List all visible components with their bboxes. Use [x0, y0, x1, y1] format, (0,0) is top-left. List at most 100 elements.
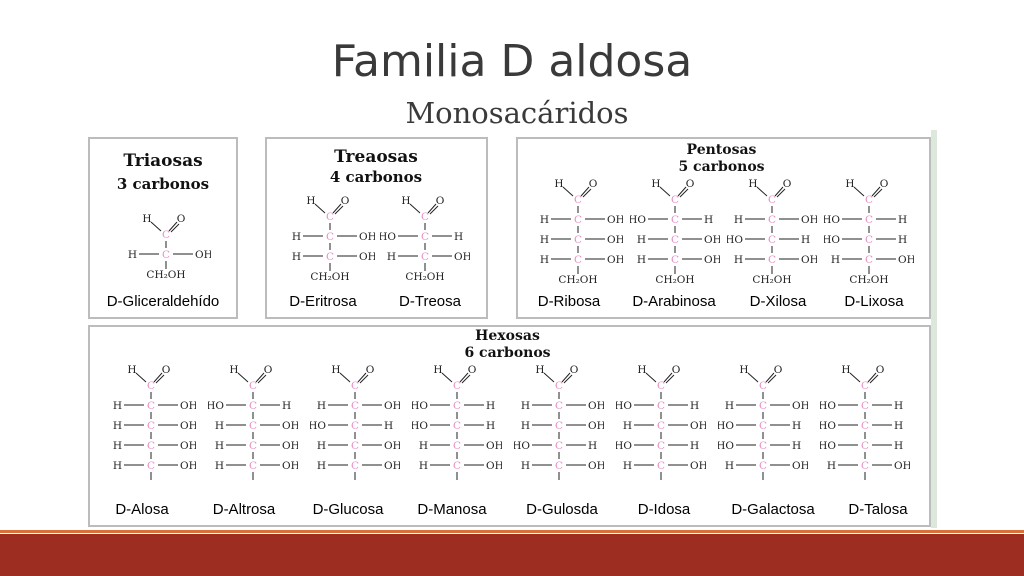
substituent-right-label: H: [704, 214, 713, 226]
substituent-backdrop: [535, 252, 551, 265]
aldehyde-o-bond: [168, 221, 178, 232]
aldehyde-o-label: O: [570, 364, 579, 376]
substituent-backdrop: [178, 458, 195, 471]
carbon-label: C: [671, 234, 679, 246]
aldehyde-h-bond: [135, 372, 147, 383]
aldehyde-o-double-bond: [873, 188, 883, 198]
substituent-right-label: H: [898, 214, 907, 226]
substituent-backdrop: [414, 458, 430, 471]
substituent-left-label: HO: [820, 400, 836, 412]
carbon-backdrop: [654, 439, 668, 451]
aldehyde-o-label: O: [341, 195, 350, 207]
sugar-name-d-alosa: D-Alosa: [115, 501, 169, 518]
substituent-right-label: OH: [282, 460, 298, 472]
substituent-backdrop: [535, 212, 551, 225]
fischer-projection: HOCCHOHCHOHCHOHCHOHCH₂OH: [818, 364, 912, 492]
substituent-backdrop: [586, 398, 603, 411]
carbon-backdrop: [552, 419, 566, 431]
substituent-backdrop: [618, 458, 634, 471]
substituent-backdrop: [312, 398, 328, 411]
aldehyde-o-bond: [255, 372, 265, 383]
substituent-left-label: HO: [412, 420, 428, 432]
substituent-left-label: HO: [727, 234, 743, 246]
group-subtitle-tetrosas: 4 carbonos: [329, 168, 423, 186]
carbon-label: C: [555, 440, 563, 452]
molecule-d-talosa: HOCCHOHCHOHCHOHCHOHCH₂OH: [818, 361, 912, 492]
substituent-right-label: OH: [690, 420, 706, 432]
molecule-d-alosa: HOCCHOHCHOHCHOHCHOHCH₂OH: [106, 361, 198, 492]
substituent-left-label: HO: [616, 400, 632, 412]
carbon-backdrop: [450, 459, 464, 471]
carbon-backdrop: [144, 439, 158, 451]
substituent-left-label: H: [317, 400, 326, 412]
carbon-backdrop: [571, 233, 585, 245]
carbon-backdrop: [450, 399, 464, 411]
substituent-right-label: OH: [486, 460, 502, 472]
substituent-left-label: H: [317, 440, 326, 452]
substituent-right-label: H: [486, 400, 495, 412]
substituent-backdrop: [484, 398, 501, 411]
sugar-name-d-arabinosa: D-Arabinosa: [632, 293, 716, 310]
sugar-name-d-galactosa: D-Galactosa: [731, 501, 815, 518]
substituent-right-label: H: [690, 400, 699, 412]
ch2oh-label: CH₂OH: [335, 480, 374, 481]
substituent-backdrop: [516, 458, 532, 471]
aldehyde-o-label: O: [876, 364, 885, 376]
substituent-backdrop: [484, 438, 501, 451]
carbon-label: C: [351, 400, 359, 412]
substituent-left-label: H: [734, 254, 743, 266]
substituent-left-label: HO: [514, 440, 530, 452]
carbon-label: C: [574, 254, 582, 266]
substituent-backdrop: [892, 458, 909, 471]
substituent-backdrop: [799, 212, 816, 225]
substituent-right-label: OH: [384, 460, 400, 472]
substituent-left-label: HO: [820, 420, 836, 432]
aldehyde-o-label: O: [162, 364, 171, 376]
aldehyde-o-label: O: [589, 178, 598, 190]
substituent-left-label: HO: [616, 440, 632, 452]
substituent-right-label: OH: [195, 249, 211, 261]
aldehyde-o-bond: [357, 372, 367, 383]
carbon-label: C: [768, 254, 776, 266]
carbon-backdrop: [348, 399, 362, 411]
aldehyde-h-label: H: [748, 178, 757, 190]
substituent-left-label: H: [521, 400, 530, 412]
substituent-right-label: OH: [282, 420, 298, 432]
substituent-left-label: HO: [208, 400, 224, 412]
substituent-right-label: OH: [690, 460, 706, 472]
substituent-right-label: H: [690, 440, 699, 452]
substituent-right-label: H: [384, 420, 393, 432]
carbon-backdrop: [858, 439, 872, 451]
substituent-right-label: H: [894, 420, 903, 432]
carbon-backdrop: [858, 399, 872, 411]
carbon-label: C: [759, 460, 767, 472]
substituent-backdrop: [108, 438, 124, 451]
carbon-backdrop: [858, 459, 872, 471]
figure-border: [931, 130, 937, 528]
substituent-left-label: H: [637, 254, 646, 266]
carbon-backdrop: [552, 439, 566, 451]
substituent-backdrop: [799, 252, 816, 265]
substituent-left-label: H: [725, 400, 734, 412]
substituent-right-label: OH: [384, 400, 400, 412]
sugar-name-d-eritrosa: D-Eritrosa: [289, 293, 357, 310]
substituent-backdrop: [414, 398, 430, 411]
molecule-d-idosa: HOCCHOHCHOHCHOHCHOHCH₂OH: [614, 361, 708, 492]
carbon-label: C: [555, 380, 563, 392]
ch2oh-label: CH₂OH: [131, 480, 170, 481]
carbon-label: C: [657, 380, 665, 392]
substituent-backdrop: [826, 252, 842, 265]
carbon-label: C: [865, 234, 873, 246]
substituent-left-label: H: [419, 460, 428, 472]
carbon-label: C: [147, 440, 155, 452]
substituent-backdrop: [822, 438, 838, 451]
carbon-label: C: [453, 440, 461, 452]
aldehyde-o-label: O: [774, 364, 783, 376]
aldehyde-o-bond: [871, 186, 881, 197]
footer-bar: [0, 534, 1024, 576]
aldehyde-o-bond: [153, 372, 163, 383]
aldehyde-h-bond: [339, 372, 351, 383]
substituent-left-label: H: [215, 460, 224, 472]
